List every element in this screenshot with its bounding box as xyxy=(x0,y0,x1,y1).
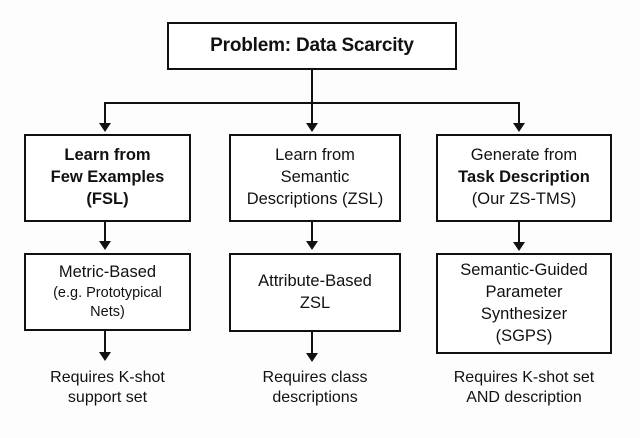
arrowhead-to-fsl xyxy=(99,123,111,132)
branch-zsl-line-3: Descriptions (ZSL) xyxy=(246,190,384,209)
method-metric-line-1: Metric-Based xyxy=(58,262,157,281)
problem-title-box: Problem: Data Scarcity xyxy=(167,22,457,70)
method-sgps-line-3: Synthesizer xyxy=(480,304,568,323)
drop-connector-fsl xyxy=(104,102,106,124)
trunk-connector xyxy=(311,70,313,102)
arrowhead-to-sgps xyxy=(513,242,525,251)
branch-zsl-line-1: Learn from xyxy=(275,146,355,165)
branch-fsl-line-3: (FSL) xyxy=(86,190,129,209)
method-sgps-line-4: (SGPS) xyxy=(495,326,553,345)
branch-box-fsl: Learn from Few Examples (FSL) xyxy=(24,134,191,222)
branch-ztms-line-2: Task Description xyxy=(458,168,590,187)
caption-fsl: Requires K-shot support set xyxy=(14,368,201,409)
arrowhead-to-caption-fsl xyxy=(99,352,111,361)
method-box-attribute-based-zsl: Attribute-Based ZSL xyxy=(229,253,401,332)
caption-zsl-line-1: Requires class xyxy=(262,369,368,386)
arrowhead-to-caption-zsl xyxy=(306,353,318,362)
method-attr-line-1: Attribute-Based xyxy=(258,271,372,290)
caption-zsl-line-2: descriptions xyxy=(272,389,358,407)
arrowhead-to-ztms xyxy=(513,123,525,132)
branch-fsl-line-2: Few Examples xyxy=(50,168,165,187)
method-box-sgps: Semantic-Guided Parameter Synthesizer (S… xyxy=(436,253,612,354)
method-sgps-line-2: Parameter xyxy=(485,282,563,301)
drop-connector-zsl xyxy=(311,102,313,124)
branch-fsl-line-1: Learn from xyxy=(64,146,151,165)
method-metric-line-2: (e.g. Prototypical xyxy=(53,284,162,301)
connector-ztms-to-sgps xyxy=(518,222,520,243)
connector-metric-to-caption xyxy=(104,331,106,353)
caption-ztms-line-2: AND description xyxy=(466,389,582,407)
connector-attribute-to-caption xyxy=(311,332,313,354)
method-metric-line-3: Nets) xyxy=(90,304,125,321)
method-box-metric-based: Metric-Based (e.g. Prototypical Nets) xyxy=(24,253,191,331)
method-attr-line-2: ZSL xyxy=(299,293,331,312)
caption-zsl: Requires class descriptions xyxy=(224,368,406,409)
caption-fsl-line-1: Requires K-shot xyxy=(50,369,165,386)
branch-ztms-line-3: (Our ZS-TMS) xyxy=(471,190,577,209)
problem-title-text: Problem: Data Scarcity xyxy=(210,34,414,56)
connector-fsl-to-metric xyxy=(104,222,106,242)
branch-box-ztms: Generate from Task Description (Our ZS-T… xyxy=(436,134,612,222)
caption-ztms: Requires K-shot set AND description xyxy=(424,368,624,409)
branch-ztms-line-1: Generate from xyxy=(470,146,578,165)
branch-zsl-line-2: Semantic xyxy=(280,168,350,187)
caption-ztms-line-1: Requires K-shot set xyxy=(453,369,595,386)
connector-zsl-to-attribute xyxy=(311,222,313,242)
arrowhead-to-attribute xyxy=(306,241,318,250)
arrowhead-to-zsl xyxy=(306,123,318,132)
branch-box-zsl: Learn from Semantic Descriptions (ZSL) xyxy=(229,134,401,222)
drop-connector-ztms xyxy=(518,102,520,124)
method-sgps-line-1: Semantic-Guided xyxy=(460,261,588,279)
arrowhead-to-metric xyxy=(99,241,111,250)
caption-fsl-line-2: support set xyxy=(67,389,148,407)
